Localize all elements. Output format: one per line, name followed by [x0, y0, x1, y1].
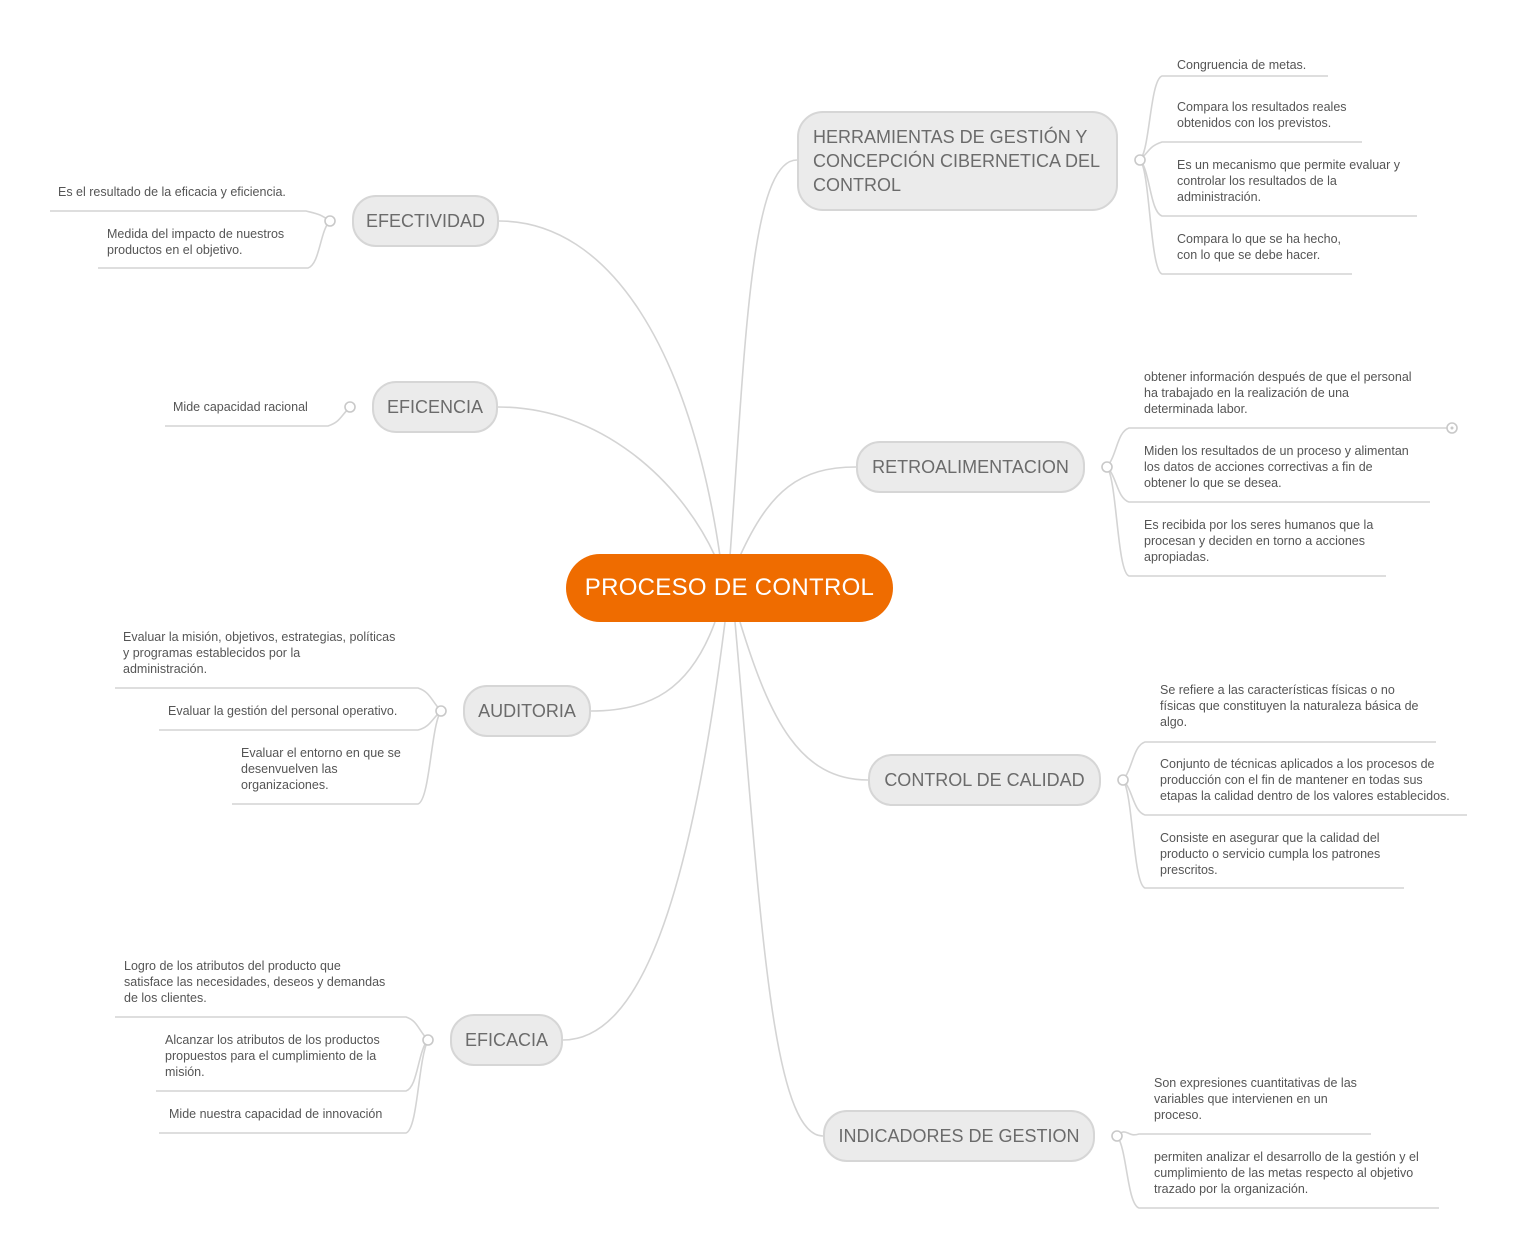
note-eficacia-1[interactable]: Logro de los atributos del producto que …	[124, 959, 386, 1005]
note-auditoria-1[interactable]: Evaluar la misión, objetivos, estrategia…	[123, 630, 396, 676]
note-eficacia-2[interactable]: Alcanzar los atributos de los productos …	[165, 1033, 380, 1079]
note-auditoria-3[interactable]: Evaluar el entorno en que se desenvuelve…	[241, 746, 401, 792]
central-topic[interactable]: PROCESO DE CONTROL	[566, 554, 893, 622]
topic-eficacia[interactable]: EFICACIA	[450, 1014, 563, 1066]
topic-retroalimentacion[interactable]: RETROALIMENTACION	[856, 441, 1085, 493]
note-auditoria-2[interactable]: Evaluar la gestión del personal operativ…	[168, 704, 398, 718]
topic-auditoria[interactable]: AUDITORIA	[463, 685, 591, 737]
link-eficacia	[562, 621, 726, 1041]
note-calidad-2[interactable]: Conjunto de técnicas aplicados a los pro…	[1160, 757, 1450, 803]
note-indicadores-2[interactable]: permiten analizar el desarrollo de la ge…	[1154, 1150, 1419, 1196]
note-retroalimentacion-1[interactable]: obtener información después de que el pe…	[1144, 370, 1412, 416]
note-indicadores-1[interactable]: Son expresiones cuantitativas de las var…	[1154, 1076, 1357, 1122]
note-herramientas-1[interactable]: Congruencia de metas.	[1177, 58, 1307, 72]
topic-efectividad[interactable]: EFECTIVIDAD	[352, 195, 499, 247]
topic-herramientas-label: HERRAMIENTAS DE GESTIÓN Y CONCEPCIÓN CIB…	[813, 127, 1101, 195]
note-calidad-3[interactable]: Consiste en asegurar que la calidad del …	[1160, 831, 1381, 877]
note-herramientas-3[interactable]: Es un mecanismo que permite evaluar y co…	[1177, 158, 1401, 204]
link-efectividad	[498, 220, 721, 557]
note-eficacia-3[interactable]: Mide nuestra capacidad de innovación	[169, 1107, 383, 1121]
topic-control-de-calidad[interactable]: CONTROL DE CALIDAD	[868, 754, 1101, 806]
note-efectividad-2[interactable]: Medida del impacto de nuestros productos…	[107, 227, 285, 257]
note-calidad-1[interactable]: Se refiere a las características físicas…	[1160, 683, 1419, 729]
note-eficencia-1[interactable]: Mide capacidad racional	[173, 400, 308, 414]
note-efectividad-1[interactable]: Es el resultado de la eficacia y eficien…	[58, 185, 286, 199]
note-herramientas-2[interactable]: Compara los resultados reales obtenidos …	[1177, 100, 1347, 130]
link-herramientas	[729, 159, 798, 557]
note-retroalimentacion-2[interactable]: Miden los resultados de un proceso y ali…	[1144, 444, 1409, 490]
topic-eficencia[interactable]: EFICENCIA	[372, 381, 498, 433]
link-retroalimentacion	[739, 466, 857, 557]
link-indicadores	[734, 621, 824, 1137]
link-calidad	[739, 621, 869, 781]
note-herramientas-4[interactable]: Compara lo que se ha hecho, con lo que s…	[1177, 232, 1341, 262]
note-retroalimentacion-3[interactable]: Es recibida por los seres humanos que la…	[1144, 518, 1374, 564]
topic-indicadores-de-gestion[interactable]: INDICADORES DE GESTION	[823, 1110, 1095, 1162]
topic-herramientas[interactable]: HERRAMIENTAS DE GESTIÓN Y CONCEPCIÓN CIB…	[797, 111, 1118, 211]
link-eficencia	[497, 406, 716, 557]
link-auditoria	[590, 621, 716, 712]
